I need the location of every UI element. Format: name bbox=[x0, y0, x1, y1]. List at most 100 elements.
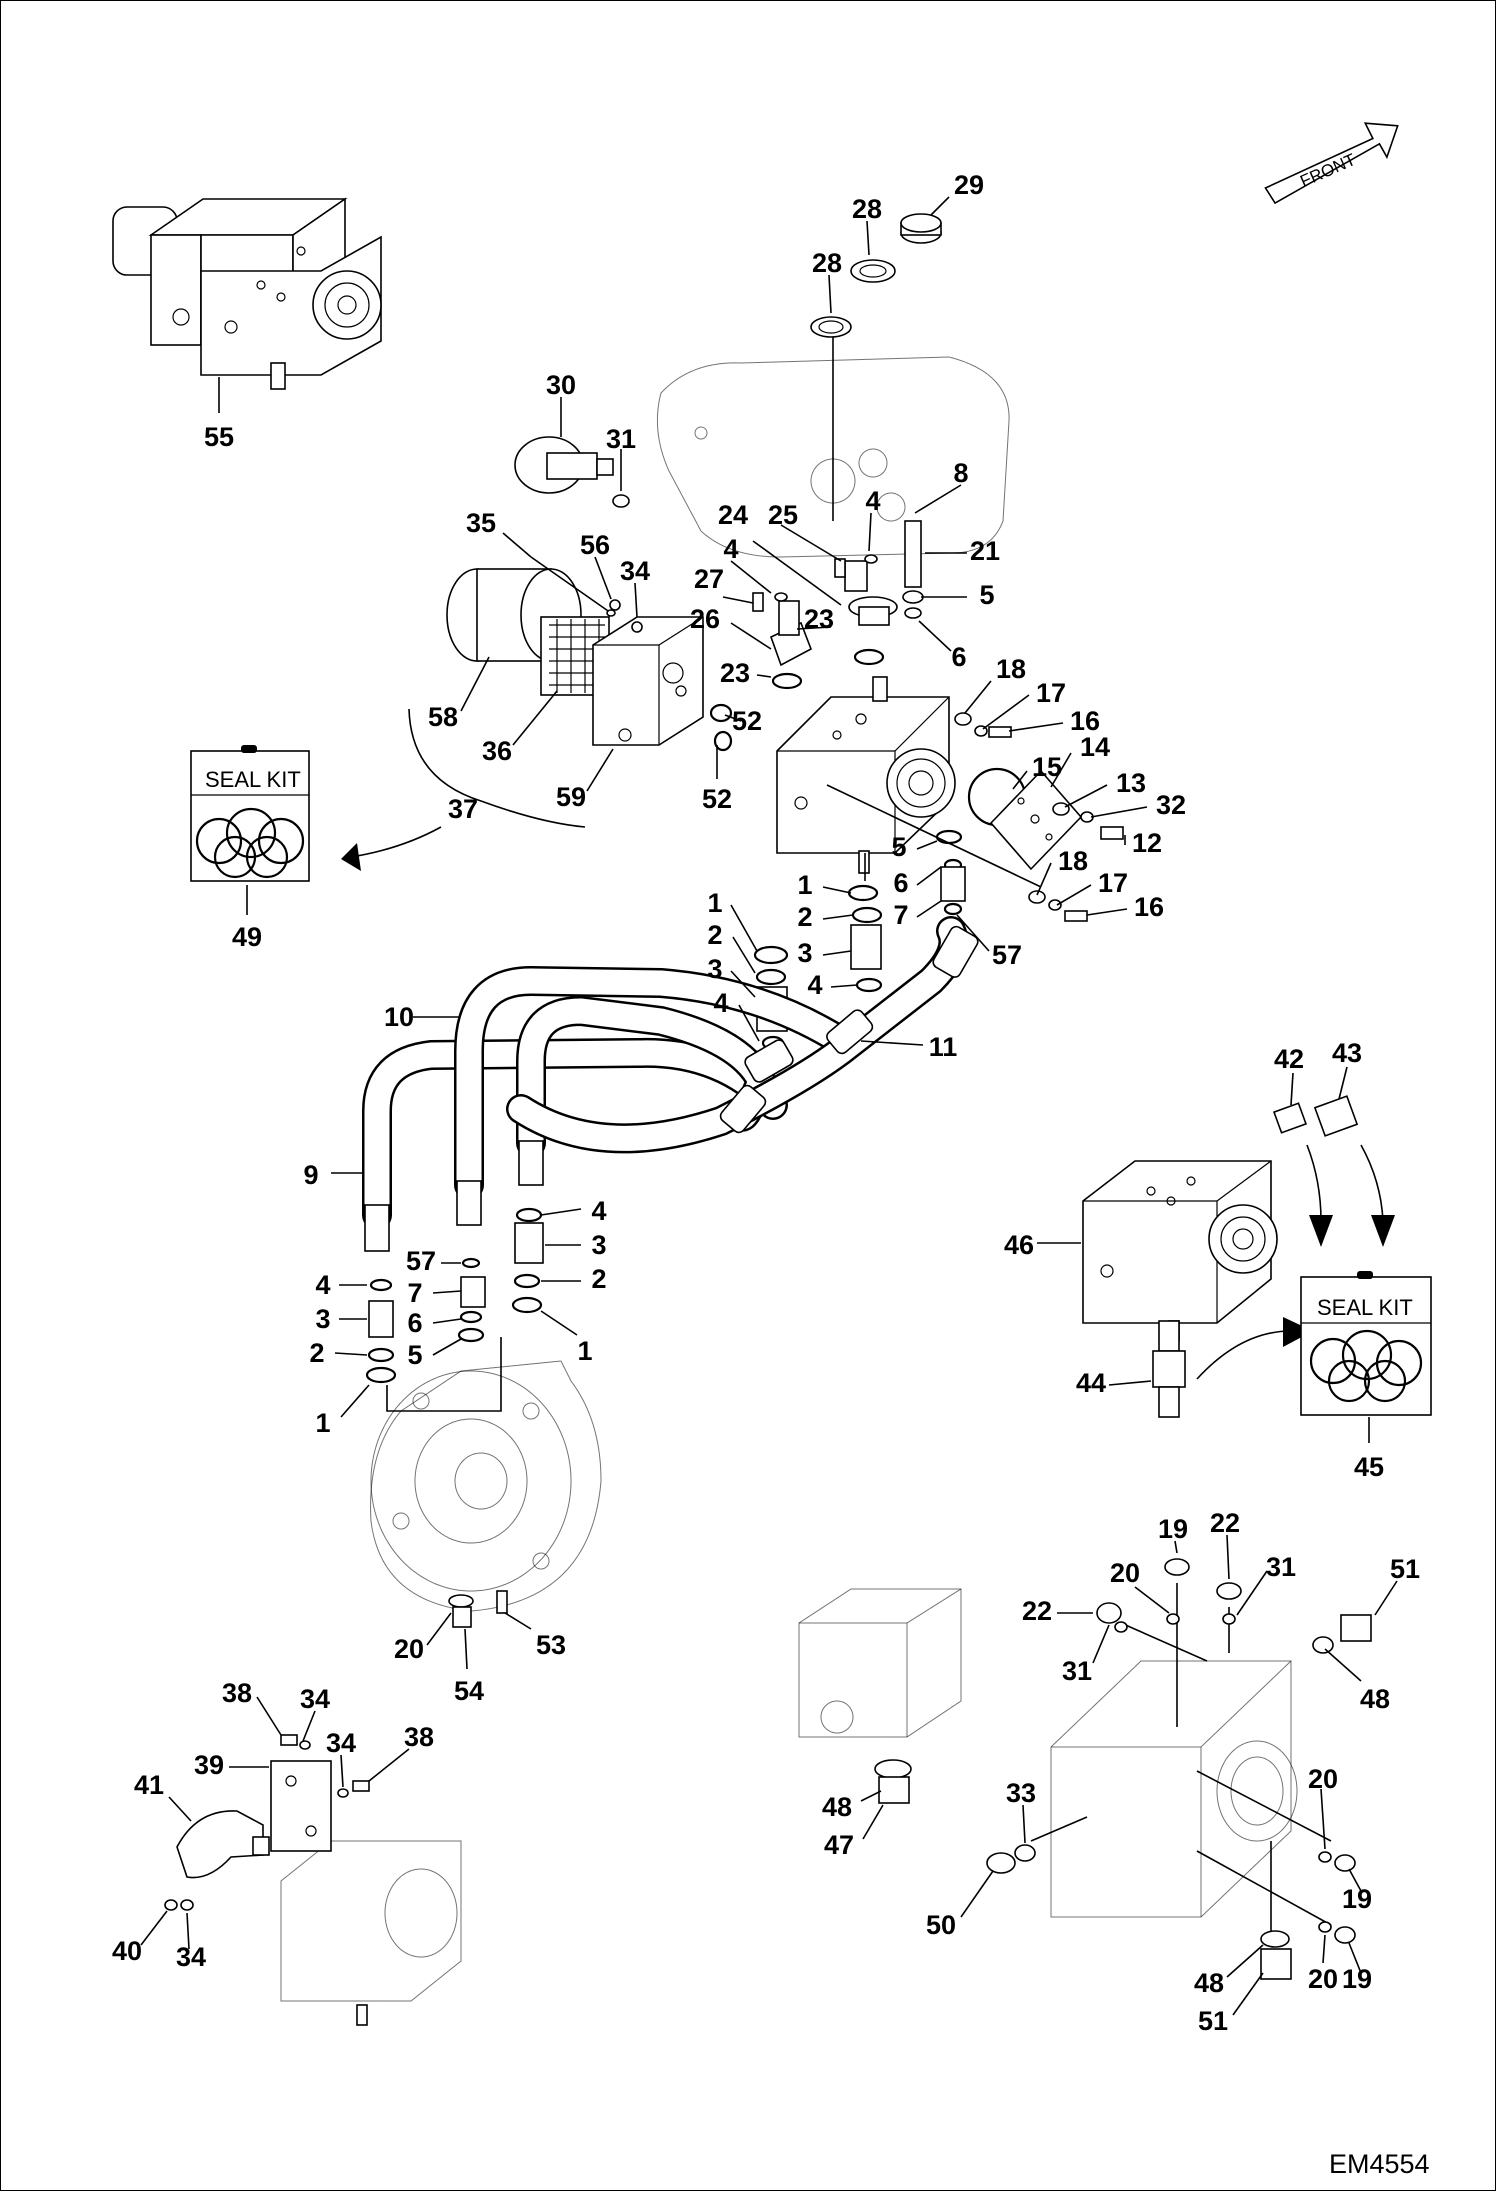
callout-33: 33 bbox=[1006, 1778, 1036, 1808]
plug-parts-28-29 bbox=[810, 213, 942, 338]
callout-45: 45 bbox=[1354, 1452, 1384, 1482]
callout-41: 41 bbox=[134, 1770, 164, 1800]
callout-51: 51 bbox=[1390, 1554, 1420, 1584]
cover-plate-14-15 bbox=[954, 712, 1124, 922]
callout-8: 8 bbox=[953, 458, 968, 488]
lower-fittings bbox=[365, 1207, 544, 1384]
callout-4: 4 bbox=[713, 988, 728, 1018]
callout-54: 54 bbox=[454, 1676, 484, 1706]
callout-53: 53 bbox=[536, 1630, 566, 1660]
callout-3: 3 bbox=[707, 954, 722, 984]
callout-20: 20 bbox=[394, 1634, 424, 1664]
front-label: FRONT bbox=[1297, 150, 1358, 191]
callout-51: 51 bbox=[1198, 2006, 1228, 2036]
callout-19: 19 bbox=[1342, 1964, 1372, 1994]
callout-2: 2 bbox=[707, 920, 722, 950]
callout-38: 38 bbox=[404, 1722, 434, 1752]
gasket-plate-ghost bbox=[656, 356, 1010, 558]
filter-assembly bbox=[446, 556, 704, 746]
callout-7: 7 bbox=[893, 900, 908, 930]
callout-6: 6 bbox=[893, 868, 908, 898]
callout-52: 52 bbox=[732, 706, 762, 736]
callout-42: 42 bbox=[1274, 1044, 1304, 1074]
callout-34: 34 bbox=[620, 556, 650, 586]
callout-5: 5 bbox=[979, 580, 994, 610]
assembly-55-drawing bbox=[112, 197, 382, 390]
callout-44: 44 bbox=[1076, 1368, 1106, 1398]
callout-31: 31 bbox=[606, 424, 636, 454]
callout-58: 58 bbox=[428, 702, 458, 732]
callout-3: 3 bbox=[315, 1304, 330, 1334]
callout-4: 4 bbox=[865, 486, 880, 516]
callout-26: 26 bbox=[690, 604, 720, 634]
callout-16: 16 bbox=[1070, 706, 1100, 736]
valve-fittings-upper bbox=[709, 520, 924, 752]
callout-37: 37 bbox=[448, 794, 478, 824]
seal-kit-label-49: SEAL KIT bbox=[205, 767, 301, 792]
front-orientation-arrow: FRONT bbox=[1264, 122, 1399, 205]
callout-21: 21 bbox=[970, 536, 1000, 566]
callout-19: 19 bbox=[1158, 1514, 1188, 1544]
accumulator-30 bbox=[514, 436, 630, 508]
callout-14: 14 bbox=[1080, 732, 1110, 762]
callout-50: 50 bbox=[926, 1910, 956, 1940]
callout-55: 55 bbox=[204, 422, 234, 452]
callout-47: 47 bbox=[824, 1830, 854, 1860]
callout-28: 28 bbox=[812, 248, 842, 278]
callout-22: 22 bbox=[1210, 1508, 1240, 1538]
callout-6: 6 bbox=[407, 1308, 422, 1338]
callout-25: 25 bbox=[768, 500, 798, 530]
callout-59: 59 bbox=[556, 782, 586, 812]
callout-16: 16 bbox=[1134, 892, 1164, 922]
callout-56: 56 bbox=[580, 530, 610, 560]
callout-34: 34 bbox=[326, 1728, 356, 1758]
callout-57: 57 bbox=[406, 1246, 436, 1276]
callout-2: 2 bbox=[591, 1264, 606, 1294]
callout-13: 13 bbox=[1116, 768, 1146, 798]
leader-lines bbox=[140, 196, 1398, 2016]
coupler-44 bbox=[1152, 1317, 1313, 1418]
callout-18: 18 bbox=[996, 654, 1026, 684]
callout-48: 48 bbox=[822, 1792, 852, 1822]
lower-right-valve-ghost bbox=[798, 1588, 962, 1804]
callout-27: 27 bbox=[694, 564, 724, 594]
callout-30: 30 bbox=[546, 370, 576, 400]
callout-43: 43 bbox=[1332, 1038, 1362, 1068]
callout-49: 49 bbox=[232, 922, 262, 952]
callout-20: 20 bbox=[1308, 1764, 1338, 1794]
seal-kit-label-45: SEAL KIT bbox=[1317, 1295, 1413, 1320]
callout-23: 23 bbox=[720, 658, 750, 688]
callout-31: 31 bbox=[1062, 1656, 1092, 1686]
drawing-code: EM4554 bbox=[1329, 2149, 1430, 2179]
callout-3: 3 bbox=[591, 1230, 606, 1260]
callout-46: 46 bbox=[1004, 1230, 1034, 1260]
callout-1: 1 bbox=[577, 1336, 592, 1366]
callout-17: 17 bbox=[1098, 868, 1128, 898]
callout-5: 5 bbox=[407, 1340, 422, 1370]
callout-9: 9 bbox=[303, 1160, 318, 1190]
callout-39: 39 bbox=[194, 1750, 224, 1780]
callout-1: 1 bbox=[797, 870, 812, 900]
callout-36: 36 bbox=[482, 736, 512, 766]
callout-32: 32 bbox=[1156, 790, 1186, 820]
callout-6: 6 bbox=[951, 642, 966, 672]
callout-34: 34 bbox=[176, 1942, 206, 1972]
callout-57: 57 bbox=[992, 940, 1022, 970]
callout-48: 48 bbox=[1360, 1684, 1390, 1714]
callout-38: 38 bbox=[222, 1678, 252, 1708]
main-valve-block bbox=[776, 676, 956, 874]
right-fittings-stack bbox=[847, 829, 966, 993]
seal-kit-45: SEAL KIT bbox=[1300, 1271, 1432, 1416]
seal-kit-49: SEAL KIT bbox=[190, 745, 442, 882]
lower-right-valve-block bbox=[986, 1558, 1372, 1980]
hydraulic-hoses bbox=[362, 916, 979, 1252]
callout-2: 2 bbox=[309, 1338, 324, 1368]
callout-1: 1 bbox=[315, 1408, 330, 1438]
callout-15: 15 bbox=[1032, 752, 1062, 782]
callout-17: 17 bbox=[1036, 678, 1066, 708]
callout-5: 5 bbox=[891, 832, 906, 862]
callout-4: 4 bbox=[591, 1196, 606, 1226]
